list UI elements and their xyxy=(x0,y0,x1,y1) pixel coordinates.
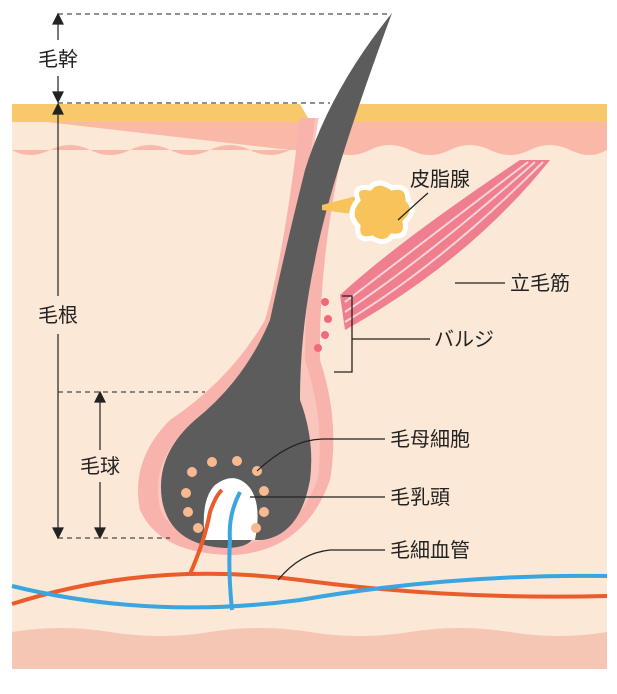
dimension-arrows xyxy=(52,12,106,540)
bulge-dot xyxy=(324,315,332,323)
matrix-dot xyxy=(181,488,191,498)
arrector-pili-muscle xyxy=(340,160,550,330)
bulge-dot xyxy=(321,298,329,306)
vein xyxy=(11,573,608,610)
label-bulge: バルジ xyxy=(434,327,494,351)
bulge-bracket xyxy=(334,295,353,373)
label-hair-root: 毛根 xyxy=(38,303,78,327)
label-sebaceous-gland: 皮脂腺 xyxy=(410,167,470,191)
sebaceous-gland xyxy=(349,180,415,244)
vein-branch xyxy=(227,491,242,611)
artery xyxy=(11,571,608,606)
bottom-skin-layer xyxy=(12,628,607,669)
label-capillaries: 毛細血管 xyxy=(390,538,470,562)
bulge-dot xyxy=(314,344,322,352)
hair xyxy=(160,13,392,548)
artery-branch xyxy=(188,488,224,575)
matrix-dot xyxy=(259,507,269,517)
label-dermal-papilla: 毛乳頭 xyxy=(390,485,450,509)
bulge-dot xyxy=(321,331,329,339)
label-matrix-cells: 毛母細胞 xyxy=(390,427,470,451)
label-hair-shaft: 毛幹 xyxy=(38,47,78,71)
matrix-dot xyxy=(232,456,242,466)
matrix-dot xyxy=(187,467,197,477)
matrix-dot xyxy=(207,457,217,467)
matrix-cells xyxy=(181,456,269,533)
matrix-dot xyxy=(183,507,193,517)
matrix-dot xyxy=(251,523,261,533)
guide-lines xyxy=(58,13,388,539)
muscle-fibers xyxy=(344,161,544,323)
bulge-cells xyxy=(314,298,332,352)
leader-lines xyxy=(250,192,505,581)
matrix-dot xyxy=(193,523,203,533)
matrix-dot xyxy=(259,486,269,496)
label-arrector-pili: 立毛筋 xyxy=(510,271,570,295)
label-hair-bulb: 毛球 xyxy=(80,454,120,478)
